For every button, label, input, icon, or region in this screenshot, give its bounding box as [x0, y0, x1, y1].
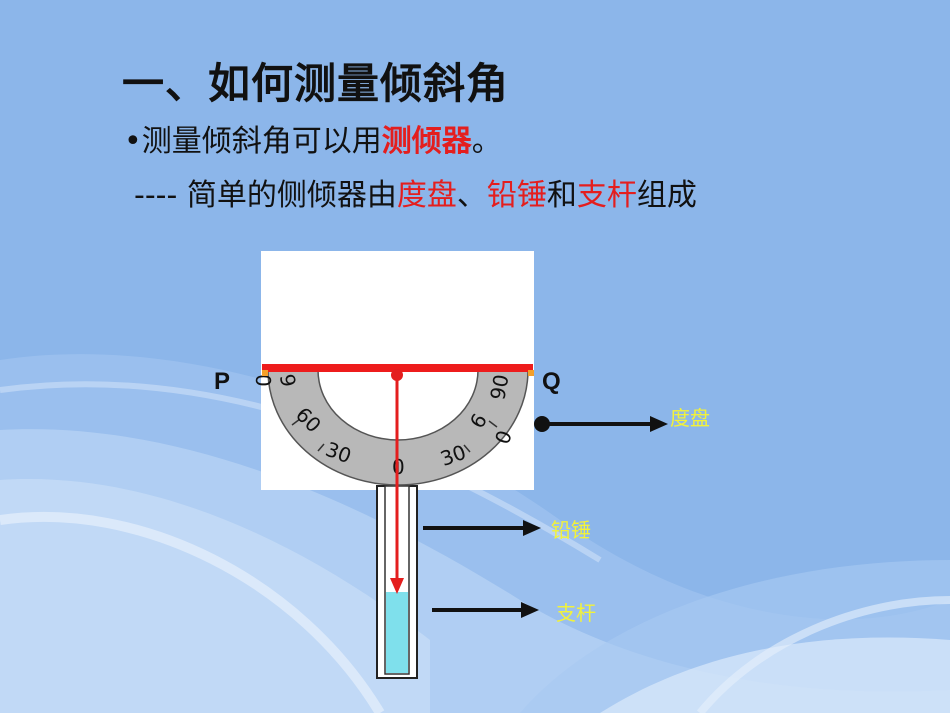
protractor-dial [267, 369, 529, 486]
line2-highlight-dial: 度盘 [396, 178, 457, 213]
line2-highlight-plumb: 铅锤 [486, 178, 547, 213]
bullet-line-2: ---- 简单的侧倾器由度盘、铅锤和支杆组成 [134, 170, 697, 214]
point-label-q: Q [542, 368, 561, 395]
line2-sep-1: 、 [456, 178, 487, 213]
scale-label-right-90: 90 [485, 373, 513, 402]
scale-label-left-0: 0 [251, 374, 275, 387]
point-label-p: P [214, 368, 231, 395]
rod-liquid [386, 592, 408, 673]
line2-highlight-rod: 支杆 [576, 178, 637, 213]
callout-label-rod: 支杆 [556, 601, 596, 625]
sight-bar-pq [262, 364, 533, 372]
plumb-arrowhead [390, 578, 404, 594]
line1-highlight: 测倾器 [381, 124, 472, 159]
bullet-line-1: •测量倾斜角可以用测倾器。 [124, 116, 502, 160]
slide-title: 一、如何测量倾斜角 [122, 59, 510, 108]
scale-label-left-90: 9 [275, 372, 301, 389]
callout-label-plumb: 铅锤 [551, 518, 591, 542]
line1-text-b: 。 [471, 124, 502, 159]
line2-text-a: 简单的侧倾器由 [177, 178, 397, 213]
line2-dashes: ---- [134, 178, 178, 213]
line2-text-b: 组成 [636, 178, 697, 213]
bullet-glyph: • [124, 124, 142, 159]
dial-callout-dot [534, 416, 550, 432]
callout-label-dial: 度盘 [670, 406, 710, 430]
line1-text-a: 测量倾斜角可以用 [141, 124, 382, 159]
line2-sep-2: 和 [546, 178, 577, 213]
plumb-pivot [391, 369, 403, 381]
